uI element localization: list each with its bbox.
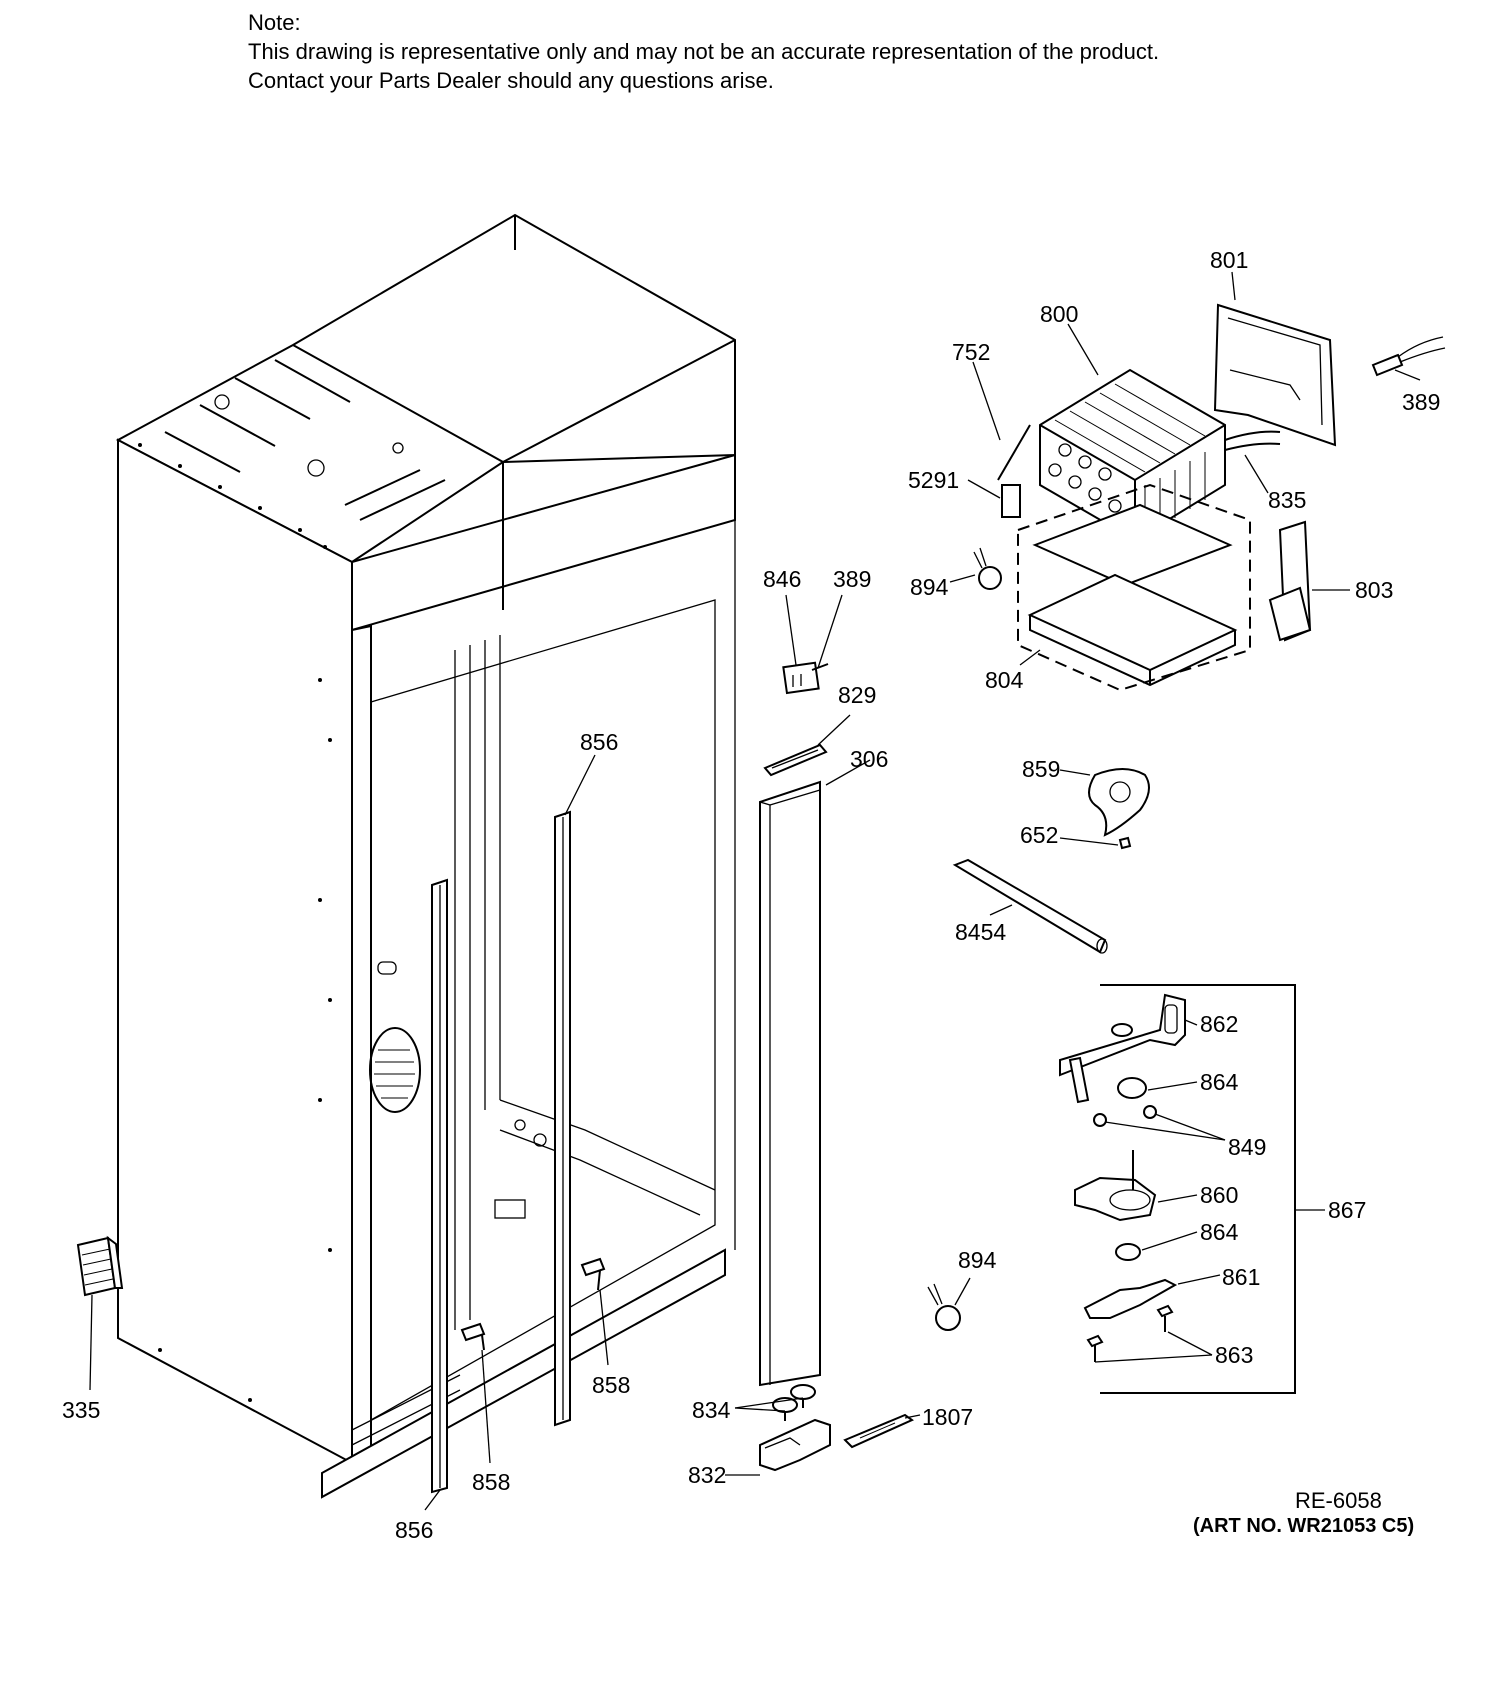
reference-code: RE-6058 [1295,1488,1382,1513]
hinge-strip [763,743,828,777]
label-846: 846 [763,566,801,592]
wire-connector [1371,336,1446,377]
thermostat-lower [927,1283,961,1331]
label-8454: 8454 [955,919,1006,945]
label-894-upper: 894 [910,574,949,600]
thermostat-upper [973,547,1002,590]
label-832: 832 [688,1462,726,1488]
leader-lines [89,271,1421,1511]
note-title: Note: [248,10,301,35]
door-gasket-right [554,810,571,1427]
screw-left [460,1322,486,1351]
label-867: 867 [1328,1197,1366,1223]
fan-blade [1088,768,1150,837]
label-800: 800 [1040,301,1078,327]
note-line-1: This drawing is representative only and … [248,39,1160,64]
label-801: 801 [1210,247,1248,273]
vent-grille [76,1235,124,1297]
relay-part [782,661,829,695]
label-894-lower: 894 [958,1247,997,1273]
label-864-upper: 864 [1200,1069,1239,1095]
fan-nut [1118,836,1132,850]
label-5291: 5291 [908,467,959,493]
label-856-lower: 856 [395,1517,433,1543]
label-306: 306 [850,746,888,772]
evaporator-cover [1213,303,1337,447]
label-863: 863 [1215,1342,1253,1368]
disclaimer-note: Note: This drawing is representative onl… [248,8,1159,95]
heater-clip [1001,484,1021,518]
hinge-bracket [759,1418,831,1472]
art-number: (ART NO. WR21053 C5) [1193,1515,1414,1537]
label-335: 335 [62,1397,100,1423]
label-858-left: 858 [472,1469,510,1495]
label-861: 861 [1222,1264,1260,1290]
refrigerator-cabinet [115,213,736,1499]
label-389-relay: 389 [833,566,871,592]
sensor-probe [997,424,1031,481]
part-labels: 801 800 752 389 5291 835 894 803 804 846… [62,247,1440,1543]
label-860: 860 [1200,1182,1238,1208]
label-652: 652 [1020,822,1058,848]
mullion-panel [759,780,821,1387]
label-1807: 1807 [922,1404,973,1430]
label-862: 862 [1200,1011,1238,1037]
evaporator-coil [1039,368,1281,542]
label-834: 834 [692,1397,731,1423]
label-804: 804 [985,667,1024,693]
label-829: 829 [838,682,876,708]
note-line-2: Contact your Parts Dealer should any que… [248,68,774,93]
label-849: 849 [1228,1134,1266,1160]
door-stops [772,1384,816,1421]
door-gasket-left [431,878,448,1494]
label-752: 752 [952,339,990,365]
label-858-right: 858 [592,1372,630,1398]
label-856-upper: 856 [580,729,618,755]
evaporator-bracket [1268,520,1312,642]
trim-clip [843,1413,914,1449]
label-389-wire: 389 [1402,389,1440,415]
label-835: 835 [1268,487,1306,513]
screw-right [580,1257,606,1291]
fan-motor-bracket-group [1059,984,1296,1394]
label-803: 803 [1355,577,1393,603]
label-859: 859 [1022,756,1060,782]
label-864-lower: 864 [1200,1219,1239,1245]
drain-tube [952,858,1108,954]
drain-pan-assembly [1017,483,1251,692]
